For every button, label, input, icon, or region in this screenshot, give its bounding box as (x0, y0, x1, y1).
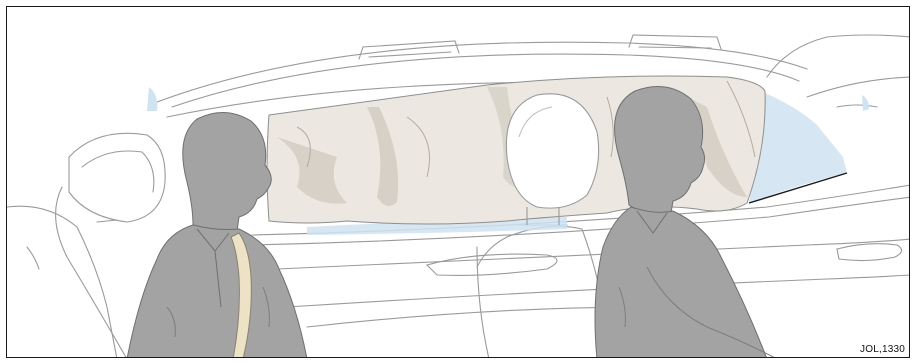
front-passenger-silhouette (594, 86, 775, 357)
airbag-illustration (7, 34, 909, 357)
rear-passenger-silhouette (126, 112, 308, 357)
reference-code: JOL,1330 (860, 344, 905, 355)
illustration-frame: JOL,1330 (6, 6, 910, 358)
front-seat-headrest (505, 93, 600, 209)
headrest-posts (526, 207, 560, 225)
